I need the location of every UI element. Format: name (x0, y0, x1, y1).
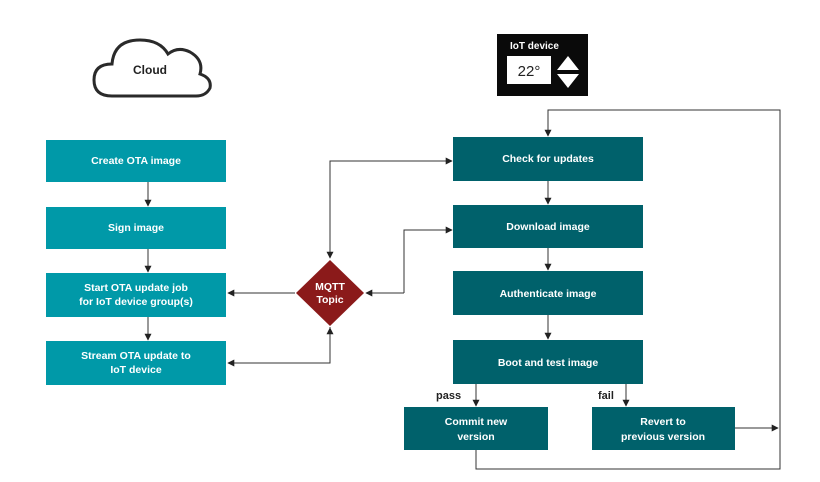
iot-device-widget: IoT device 22° (497, 34, 588, 96)
commit-label: Commit new (445, 416, 508, 428)
cloud-step-start-job: Start OTA update job for IoT device grou… (46, 273, 226, 317)
device-step-authenticate: Authenticate image (453, 271, 643, 315)
cloud-step-label: Stream OTA update to (81, 350, 191, 362)
cloud-icon: Cloud (92, 38, 212, 98)
revert-label: previous version (621, 431, 705, 443)
commit-version-box: Commit new version (404, 407, 548, 450)
cloud-step-label: Start OTA update job (84, 282, 188, 294)
pass-label: pass (436, 390, 461, 402)
cloud-step-sign: Sign image (46, 207, 226, 249)
device-step-label: Boot and test image (498, 357, 599, 369)
fail-label: fail (598, 390, 614, 402)
cloud-step-label: Create OTA image (91, 155, 181, 167)
commit-label: version (457, 431, 494, 443)
cloud-label: Cloud (133, 63, 167, 77)
cloud-step-label: Sign image (108, 222, 164, 234)
cloud-step-label: for IoT device group(s) (79, 296, 193, 308)
revert-version-box: Revert to previous version (592, 407, 735, 450)
loop-back-arrow (475, 109, 781, 470)
cloud-step-stream: Stream OTA update to IoT device (46, 341, 226, 385)
revert-label: Revert to (640, 416, 686, 428)
mqtt-topic: MQTT Topic (296, 260, 364, 326)
device-step-label: Download image (506, 221, 590, 233)
device-step-label: Authenticate image (500, 288, 597, 300)
flow-arrow (403, 226, 453, 293)
cloud-step-create: Create OTA image (46, 140, 226, 182)
device-step-label: Check for updates (502, 153, 594, 165)
mqtt-label: Topic (316, 294, 343, 306)
device-step-download: Download image (453, 205, 643, 248)
device-step-check: Check for updates (453, 137, 643, 181)
device-step-boot-test: Boot and test image (453, 340, 643, 384)
iot-device-title: IoT device (510, 41, 559, 52)
flow-arrow (227, 327, 331, 367)
temperature-up-icon (557, 56, 579, 70)
temperature-down-icon (557, 74, 579, 88)
temperature-value: 22° (518, 63, 541, 80)
cloud-step-label: IoT device (110, 364, 162, 376)
flow-arrow (329, 157, 453, 257)
mqtt-label: MQTT (315, 281, 345, 293)
